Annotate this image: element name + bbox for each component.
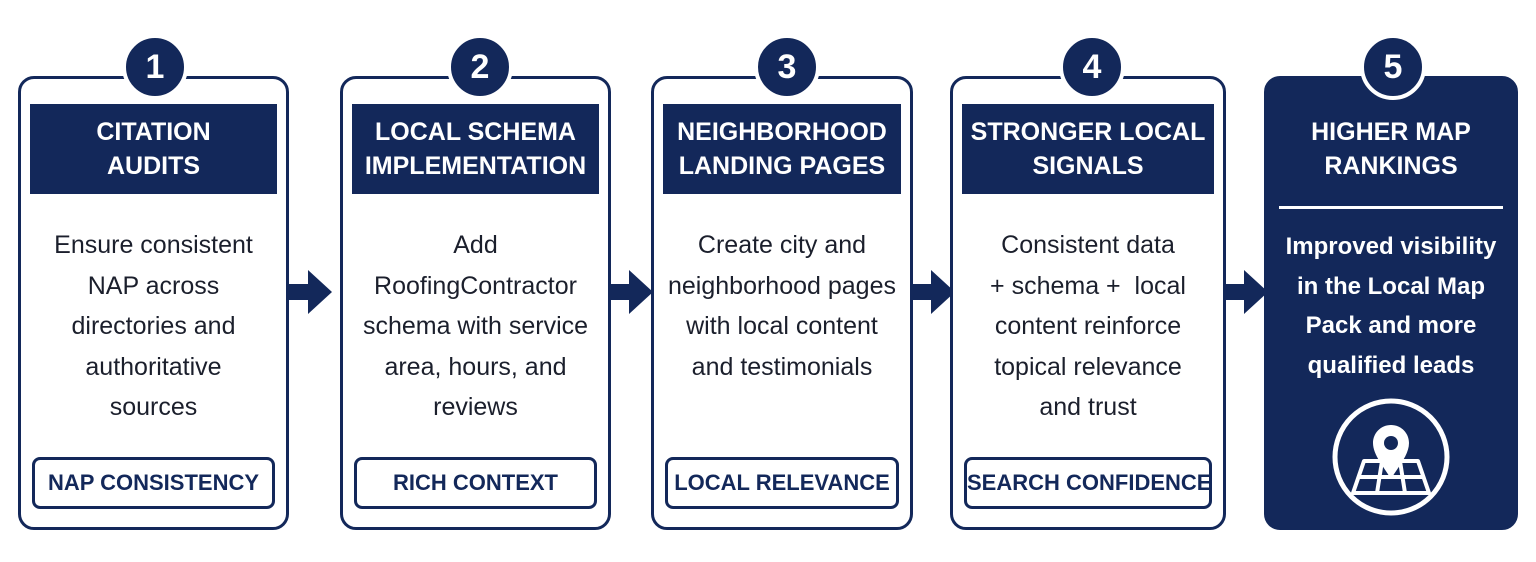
step-5-card: HIGHER MAP RANKINGS Improved visibility … [1264,76,1518,530]
step-5-title: HIGHER MAP RANKINGS [1279,104,1503,194]
step-4-description-line-5: and trust [1039,393,1137,421]
step-1-title-line-1: CITATION [96,118,211,146]
step-3-description-line-3: with local content [686,312,878,340]
step-2-description-line-2: schema with service [362,312,589,340]
step-1-tag: NAP CONSISTENCY [32,457,275,509]
step-2-description: Add RoofingContractor schema with servic… [349,225,602,428]
step-2-card: LOCAL SCHEMA IMPLEMENTATION Add RoofingC… [340,76,611,530]
step-4-title-line-1: STRONGER LOCAL [970,118,1206,146]
step-1-description: Ensure consistent NAP across directories… [27,225,280,428]
step-5-description: Improved visibility in the Local Map Pac… [1273,227,1509,385]
step-3-description-line-2: neighborhood pages [668,271,896,300]
step-1-title: CITATION AUDITS [30,104,277,194]
step-4-description-line-2: + schema + local [990,271,1186,300]
step-4-title-line-2: SIGNALS [1032,152,1144,180]
step-3-number-badge: 3 [754,34,820,100]
step-1-description-line-3: directories and [71,312,236,340]
step-4-card: STRONGER LOCAL SIGNALS Consistent data +… [950,76,1226,530]
step-4-number-badge: 4 [1059,34,1125,100]
step-3-description: Create city and neighborhood pages with … [660,225,904,387]
step-4-description: Consistent data + schema + local content… [959,225,1217,428]
arrow-right-icon [288,270,332,314]
step-4-title: STRONGER LOCAL SIGNALS [962,104,1214,194]
step-2-number-badge: 2 [447,34,513,100]
step-1-card: CITATION AUDITS Ensure consistent NAP ac… [18,76,289,530]
step-3-tag: LOCAL RELEVANCE [665,457,899,509]
step-2-description-line-4: reviews [433,393,518,421]
step-1-description-line-1: Ensure consistent [54,231,253,259]
step-3-description-line-1: Create city and [697,231,867,259]
map-pin-icon [1332,398,1450,516]
step-4-tag: SEARCH CONFIDENCE [964,457,1212,509]
step-2-title-line-1: LOCAL SCHEMA [375,118,576,146]
step-1-description-line-4: authoritative [85,352,222,381]
arrow-right-icon [1224,270,1268,314]
step-2-description-line-1: Add RoofingContractor [374,231,577,300]
step-4-description-line-4: topical relevance [994,352,1182,381]
step-3-card: NEIGHBORHOOD LANDING PAGES Create city a… [651,76,913,530]
step-4-description-line-1: Consistent data [1001,231,1175,259]
step-2-tag: RICH CONTEXT [354,457,597,509]
step-4-description-line-3: content reinforce [994,312,1182,340]
step-3-title: NEIGHBORHOOD LANDING PAGES [663,104,901,194]
step-2-title-line-2: IMPLEMENTATION [364,152,587,180]
step-3-title-line-2: LANDING PAGES [678,152,886,180]
step-1-title-line-2: AUDITS [106,152,201,180]
arrow-right-icon [609,270,653,314]
step-5-number-badge: 5 [1360,34,1426,100]
step-5-description-line-3: Pack and more [1305,312,1477,339]
step-5-description-line-4: qualified leads [1307,351,1475,379]
step-5-title-line-1: HIGHER MAP [1311,118,1471,146]
step-1-number-badge: 1 [122,34,188,100]
step-5-title-line-2: RANKINGS [1324,152,1458,180]
step-3-description-line-4: and testimonials [691,352,873,381]
arrow-right-icon [911,270,955,314]
step-5-description-line-1: Improved visibility [1285,233,1497,260]
step-3-title-line-1: NEIGHBORHOOD [677,118,887,146]
step-5-description-line-2: in the Local Map [1296,272,1485,300]
step-5-divider [1279,206,1503,209]
step-2-description-line-3: area, hours, and [384,352,567,381]
step-1-description-line-2: NAP across [87,271,220,300]
step-1-description-line-5: sources [109,393,198,421]
step-2-title: LOCAL SCHEMA IMPLEMENTATION [352,104,599,194]
